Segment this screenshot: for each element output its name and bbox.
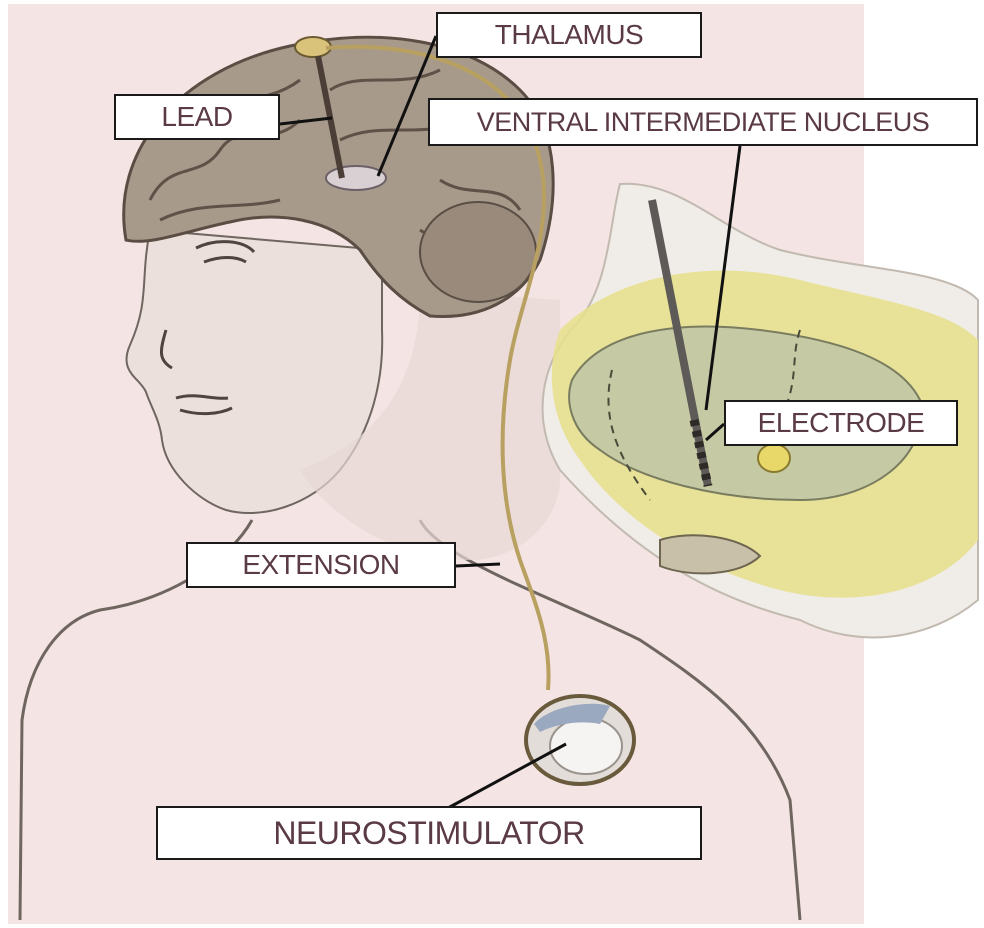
cerebellum xyxy=(420,202,536,302)
label-electrode: ELECTRODE xyxy=(724,400,958,446)
label-extension: EXTENSION xyxy=(186,542,456,588)
label-lead: LEAD xyxy=(114,94,280,140)
label-ventral-intermediate-nucleus: VENTRAL INTERMEDIATE NUCLEUS xyxy=(428,98,978,146)
label-neurostimulator: NEUROSTIMULATOR xyxy=(156,806,702,860)
burr-hole-cap xyxy=(295,37,331,57)
leader-extension xyxy=(456,564,500,566)
inset-nucleus xyxy=(758,444,790,472)
label-thalamus: THALAMUS xyxy=(436,12,702,58)
thalamus-target xyxy=(326,166,386,190)
